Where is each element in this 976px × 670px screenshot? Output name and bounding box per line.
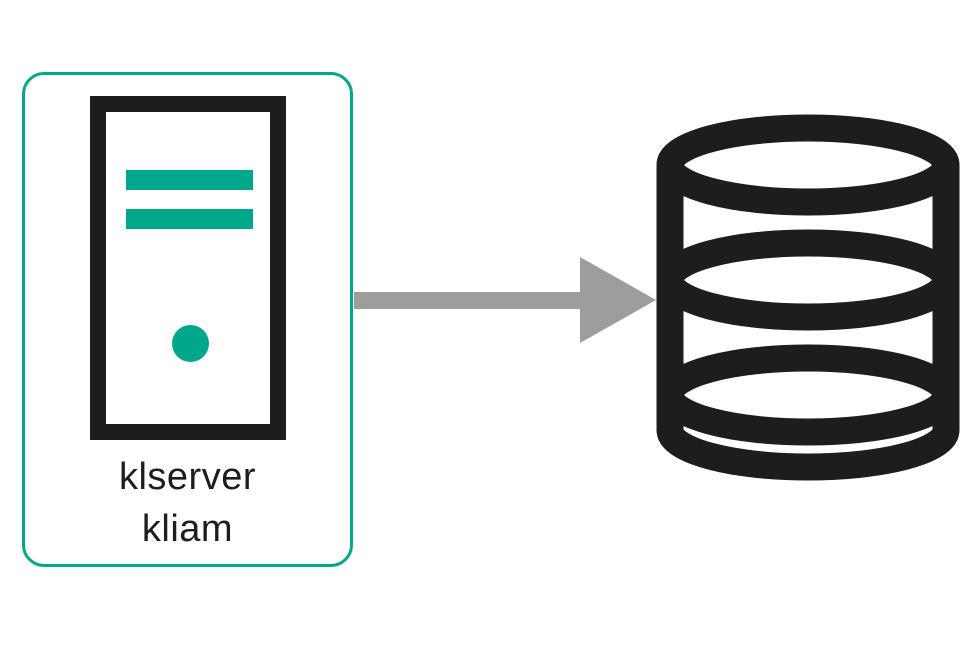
database-disk-bottom-base	[656, 395, 960, 481]
database-disk-top	[656, 114, 960, 216]
server-node-label: klserver kliam	[25, 451, 350, 555]
database-stack-icon	[656, 114, 960, 481]
arrow-shaft	[354, 292, 582, 309]
server-node-label-line2: kliam	[141, 508, 234, 550]
arrow-right-icon	[580, 257, 656, 343]
server-node-label-line1: klserver	[118, 456, 257, 498]
server-vent-bar-icon	[126, 170, 253, 190]
server-tower-icon	[90, 96, 286, 440]
server-vent-bar-icon	[126, 209, 253, 229]
server-led-icon	[172, 325, 209, 362]
server-node-box: klserver kliam	[22, 72, 353, 567]
database-disk-middle	[656, 229, 960, 331]
database-disk-bottom	[656, 344, 960, 446]
